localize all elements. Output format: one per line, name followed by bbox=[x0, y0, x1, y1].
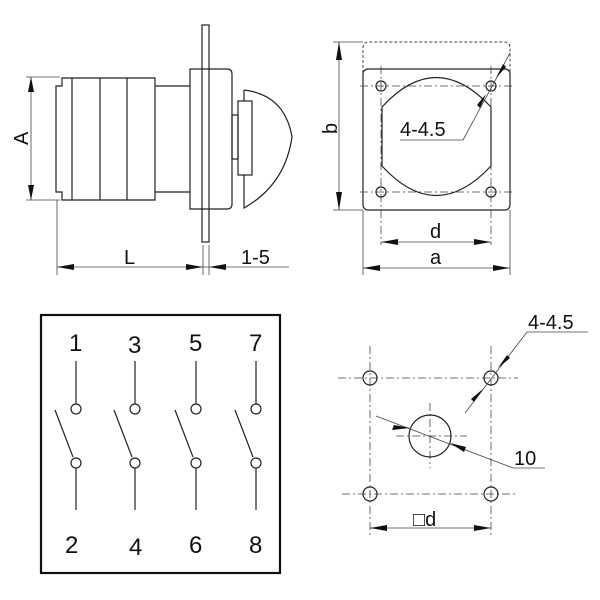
terminal-6: 6 bbox=[189, 532, 202, 559]
terminal-7: 7 bbox=[249, 330, 262, 357]
switch-pole-3 bbox=[174, 361, 202, 510]
terminal-4: 4 bbox=[129, 534, 142, 561]
panel-cutout-view: 4-4.5 10 □d bbox=[338, 312, 588, 535]
cutout-spacing-label: □d bbox=[413, 509, 436, 531]
dim-b-label: b bbox=[320, 123, 342, 134]
terminal-5: 5 bbox=[189, 330, 202, 357]
front-hole-label: 4-4.5 bbox=[400, 119, 446, 141]
terminal-1: 1 bbox=[69, 330, 82, 357]
switch-pole-1 bbox=[54, 361, 82, 510]
terminal-2: 2 bbox=[65, 532, 78, 559]
dim-l-label: L bbox=[124, 247, 135, 269]
dim-a-width-label: a bbox=[430, 247, 442, 269]
center-hole-label: 10 bbox=[514, 448, 536, 470]
switch-pole-4 bbox=[234, 361, 262, 510]
terminal-3: 3 bbox=[128, 332, 141, 359]
dim-d-label: d bbox=[430, 221, 441, 243]
front-view: 4-4.5 b d a bbox=[320, 41, 513, 275]
wiring-diagram: 1 3 5 7 2 4 6 8 bbox=[39, 313, 282, 575]
switch-pole-2 bbox=[113, 361, 141, 510]
side-view: A L 1-5 bbox=[11, 24, 293, 275]
dim-panel-thickness-label: 1-5 bbox=[241, 247, 270, 269]
terminal-8: 8 bbox=[249, 532, 262, 559]
dim-a-label: A bbox=[11, 131, 33, 145]
cutout-hole-label: 4-4.5 bbox=[528, 312, 574, 334]
